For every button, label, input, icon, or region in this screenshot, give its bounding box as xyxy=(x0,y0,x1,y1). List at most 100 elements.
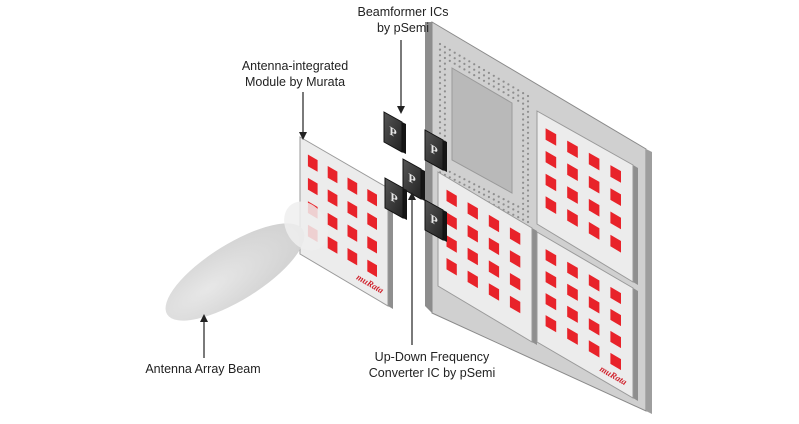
board-tile-bottom-right: muRata xyxy=(536,231,638,401)
board-dot xyxy=(522,102,525,105)
antenna-patch xyxy=(367,189,377,207)
board-dot xyxy=(507,211,510,214)
antenna-patch xyxy=(588,221,600,240)
antenna-patch xyxy=(307,177,318,196)
chip-side xyxy=(421,169,425,201)
board-dot xyxy=(443,101,446,104)
board-dot xyxy=(526,210,530,213)
beam-core xyxy=(284,201,328,251)
board-dot xyxy=(502,203,505,206)
board-dot xyxy=(453,57,456,60)
board-dot xyxy=(526,199,530,203)
antenna-patch xyxy=(545,271,557,289)
chip-face xyxy=(424,129,444,171)
board-dot xyxy=(526,168,530,171)
beamformer-label-line2: by pSemi xyxy=(376,21,430,35)
board-dot xyxy=(497,200,500,204)
antenna-patch xyxy=(567,140,578,158)
board-dot xyxy=(458,175,461,178)
board-dot xyxy=(526,147,530,150)
board-dot xyxy=(458,181,461,184)
board-dot xyxy=(448,59,451,63)
antenna-patch xyxy=(610,165,621,183)
board-dot xyxy=(468,65,471,68)
converter-label-line1: Up-Down Frequency xyxy=(374,350,490,364)
module-label-line1: Antenna-integrated xyxy=(241,59,349,73)
board-dot xyxy=(497,82,500,86)
chip-side xyxy=(443,210,447,242)
board-dot xyxy=(443,112,446,115)
board-dot xyxy=(507,94,510,97)
board-dot xyxy=(502,91,505,94)
board-dot xyxy=(522,181,525,184)
board-dot xyxy=(522,107,525,110)
board-dot xyxy=(526,205,530,208)
antenna-patch xyxy=(610,234,621,253)
board-dot xyxy=(438,126,442,129)
chip-face xyxy=(402,158,422,200)
board-dot xyxy=(522,144,525,147)
board-dot xyxy=(473,63,476,66)
board-dot xyxy=(443,62,446,65)
antenna-patch xyxy=(347,224,358,242)
antenna-patch xyxy=(610,286,621,305)
board-dot xyxy=(473,183,476,186)
beamformer-chip-left: P xyxy=(384,177,407,220)
antenna-patch xyxy=(467,225,478,243)
board-dot xyxy=(526,105,530,108)
board-dot xyxy=(526,184,530,187)
chip-side xyxy=(443,140,447,172)
board-dot xyxy=(526,215,530,218)
antenna-patch xyxy=(509,250,521,268)
board-dot xyxy=(507,200,510,203)
beamformer-chip-right-bottom: P xyxy=(424,199,447,242)
board-dot xyxy=(492,80,495,83)
tile-face xyxy=(536,110,634,283)
board-dot xyxy=(438,48,442,51)
antenna-patch xyxy=(446,212,457,230)
board-dot xyxy=(473,74,476,77)
psemi-logo: P xyxy=(390,190,397,207)
board-dot xyxy=(443,95,446,99)
antenna-patch xyxy=(588,340,600,358)
board-dot xyxy=(526,115,530,119)
board-dot xyxy=(482,193,486,196)
antenna-patch xyxy=(588,296,600,314)
tile-side xyxy=(633,288,638,401)
board-dot xyxy=(458,65,461,68)
board-dot xyxy=(458,60,461,63)
board-dot xyxy=(492,193,495,196)
antenna-patch xyxy=(545,249,557,267)
board-dot xyxy=(526,178,530,182)
antenna-patch xyxy=(347,248,358,266)
antenna-patch xyxy=(588,175,600,194)
antenna-patch xyxy=(545,173,557,192)
board-dot xyxy=(463,68,466,71)
board-dot xyxy=(492,85,495,88)
board-dot xyxy=(438,65,442,68)
converter-label: Up-Down Frequency Converter IC by pSemi xyxy=(352,349,512,381)
board-dot xyxy=(517,99,520,102)
antenna-patch xyxy=(509,227,521,245)
board-dot xyxy=(522,171,525,174)
board-dot xyxy=(463,183,466,186)
board-dot xyxy=(526,220,530,224)
antenna-patch xyxy=(567,209,578,227)
board-side xyxy=(425,22,432,313)
board-dot xyxy=(526,173,530,176)
board-dot xyxy=(507,83,510,86)
board-tile-top-right xyxy=(536,110,638,285)
board-dot xyxy=(526,131,530,134)
board-dot xyxy=(443,90,446,93)
board-dot xyxy=(522,197,525,200)
antenna-patch xyxy=(545,128,557,146)
board-dot xyxy=(443,68,446,71)
board-dot xyxy=(497,77,500,80)
board-dot xyxy=(526,189,530,192)
antenna-patch xyxy=(488,283,500,301)
antenna-patch xyxy=(367,259,377,278)
board-dot xyxy=(443,134,446,137)
board-dot xyxy=(522,202,525,205)
